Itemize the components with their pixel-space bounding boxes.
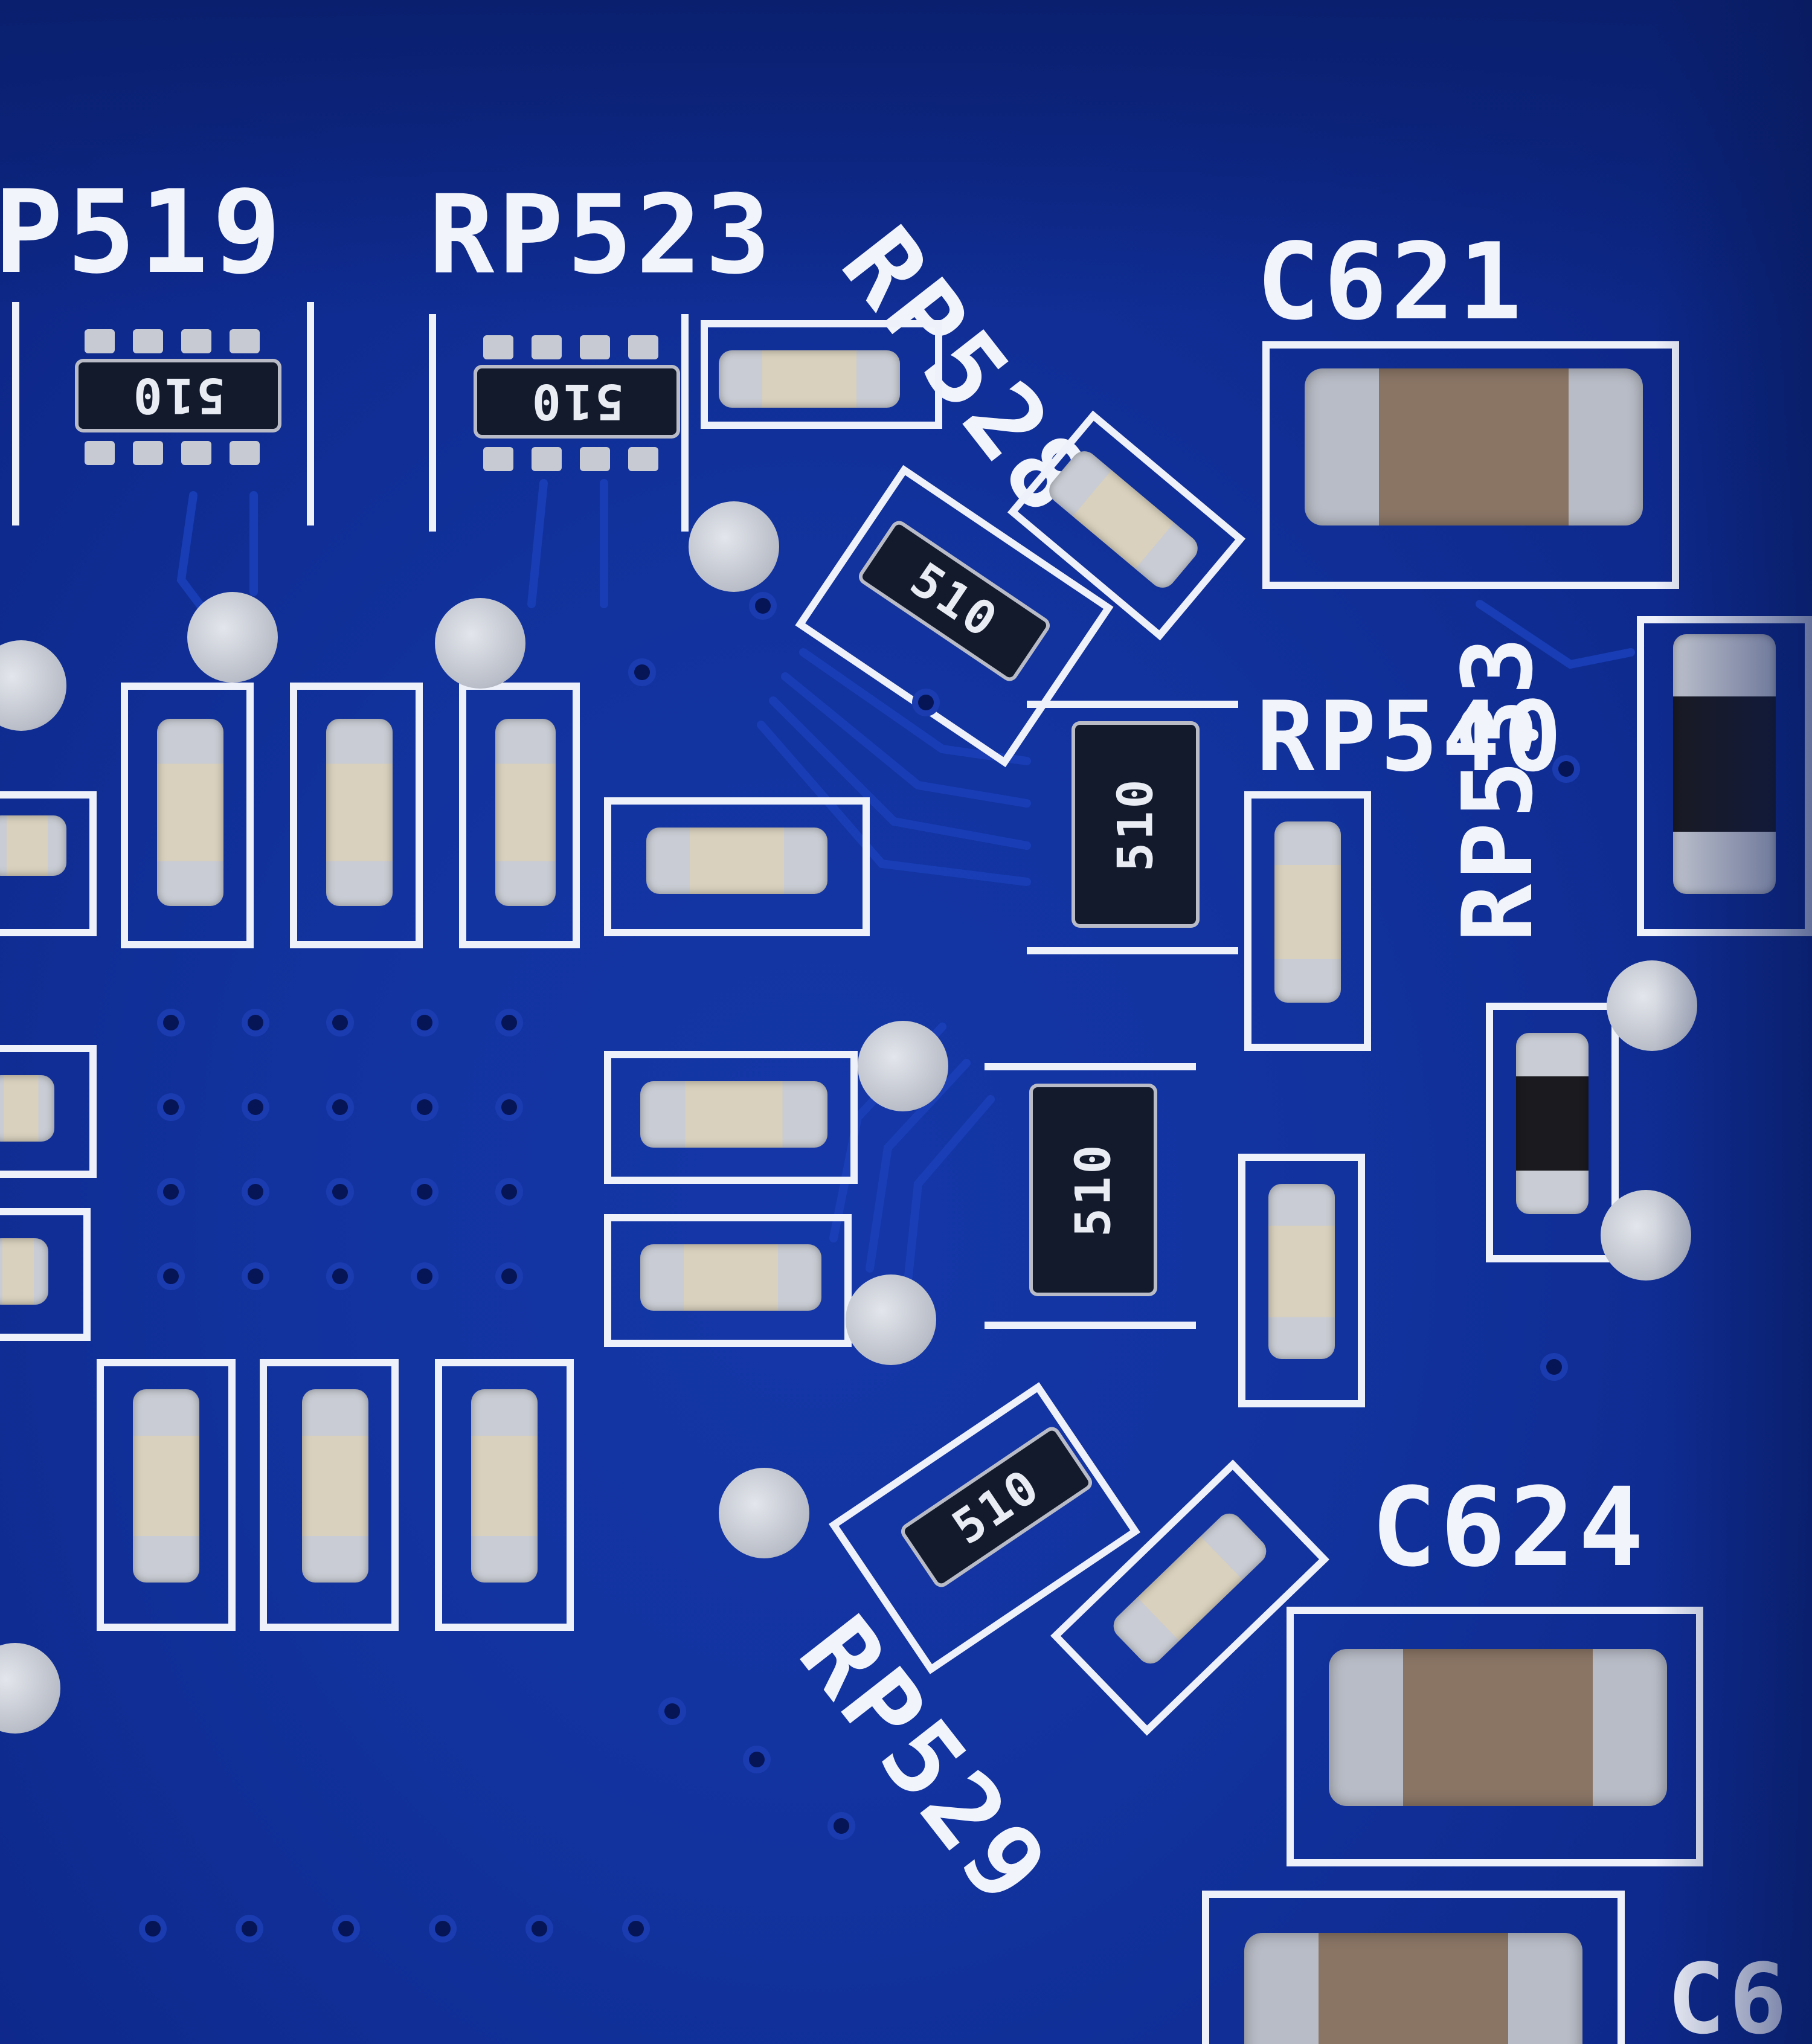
label-rp533: RP533 [1441, 633, 1554, 942]
footprint-rp533-resistor [1238, 1154, 1365, 1407]
footprint-rp519 [12, 302, 314, 525]
via [1607, 960, 1697, 1051]
footprint-right-mid [1486, 1003, 1619, 1262]
footprint-small-top [701, 320, 942, 429]
footprint-r10 [97, 1359, 236, 1631]
footprint-r4 [0, 791, 97, 936]
label-c621: C621 [1256, 221, 1526, 344]
footprint-rp523 [429, 314, 689, 532]
footprint-r7 [604, 1214, 852, 1347]
label-rp540: RP540 [1256, 680, 1566, 793]
via [435, 598, 525, 689]
footprint-r11 [260, 1359, 399, 1631]
footprint-r6 [604, 1051, 858, 1184]
via [719, 1468, 809, 1558]
resistor-rp533 [1268, 1184, 1335, 1359]
resistor-top [719, 350, 900, 408]
via [187, 592, 278, 683]
footprint-c-edge [1202, 1891, 1625, 2044]
footprint-r8 [0, 1045, 97, 1178]
footprint-r9 [0, 1208, 91, 1341]
resistor-network-rp519: 510 [79, 362, 278, 429]
resistor-r6 [640, 1081, 827, 1148]
footprint-r2 [290, 683, 423, 948]
via [1601, 1190, 1691, 1281]
resistor-network-rp523: 510 [477, 368, 676, 435]
resistor-r9 [0, 1238, 48, 1305]
resistor-network-rp533: 510 [1033, 1087, 1154, 1293]
resistor-right-mid [1516, 1033, 1589, 1214]
resistor-network-rp540: 510 [1075, 725, 1196, 924]
footprint-r12 [435, 1359, 574, 1631]
label-rp519: P519 [0, 166, 285, 299]
label-c624: C624 [1371, 1465, 1648, 1591]
resistor-r8 [0, 1075, 54, 1142]
resistor-r10 [133, 1389, 199, 1583]
label-rp523: RP523 [429, 172, 774, 298]
capacitor-c624 [1329, 1649, 1667, 1806]
resistor-rp540 [1274, 821, 1341, 1003]
via [689, 501, 779, 592]
capacitor-c621 [1305, 368, 1643, 525]
resistor-r2 [326, 719, 393, 906]
resistor-r11 [302, 1389, 368, 1583]
via [846, 1274, 936, 1365]
footprint-rp540-resistor [1244, 791, 1371, 1051]
footprint-right-resistor [1637, 616, 1812, 936]
via [858, 1021, 948, 1111]
footprint-r5 [604, 797, 870, 936]
resistor-r5 [646, 828, 827, 894]
capacitor-edge [1244, 1933, 1582, 2044]
label-c-edge: C6 [1667, 1943, 1791, 2044]
footprint-rp533-chip [985, 1063, 1196, 1329]
resistor-r3 [495, 719, 556, 906]
resistor-r12 [471, 1389, 538, 1583]
resistor-right [1673, 634, 1776, 894]
footprint-r3 [459, 683, 580, 948]
footprint-rp540-chip [1027, 701, 1238, 954]
footprint-r1 [121, 683, 254, 948]
resistor-r7 [640, 1244, 821, 1311]
resistor-r4 [0, 815, 66, 876]
resistor-r1 [157, 719, 223, 906]
